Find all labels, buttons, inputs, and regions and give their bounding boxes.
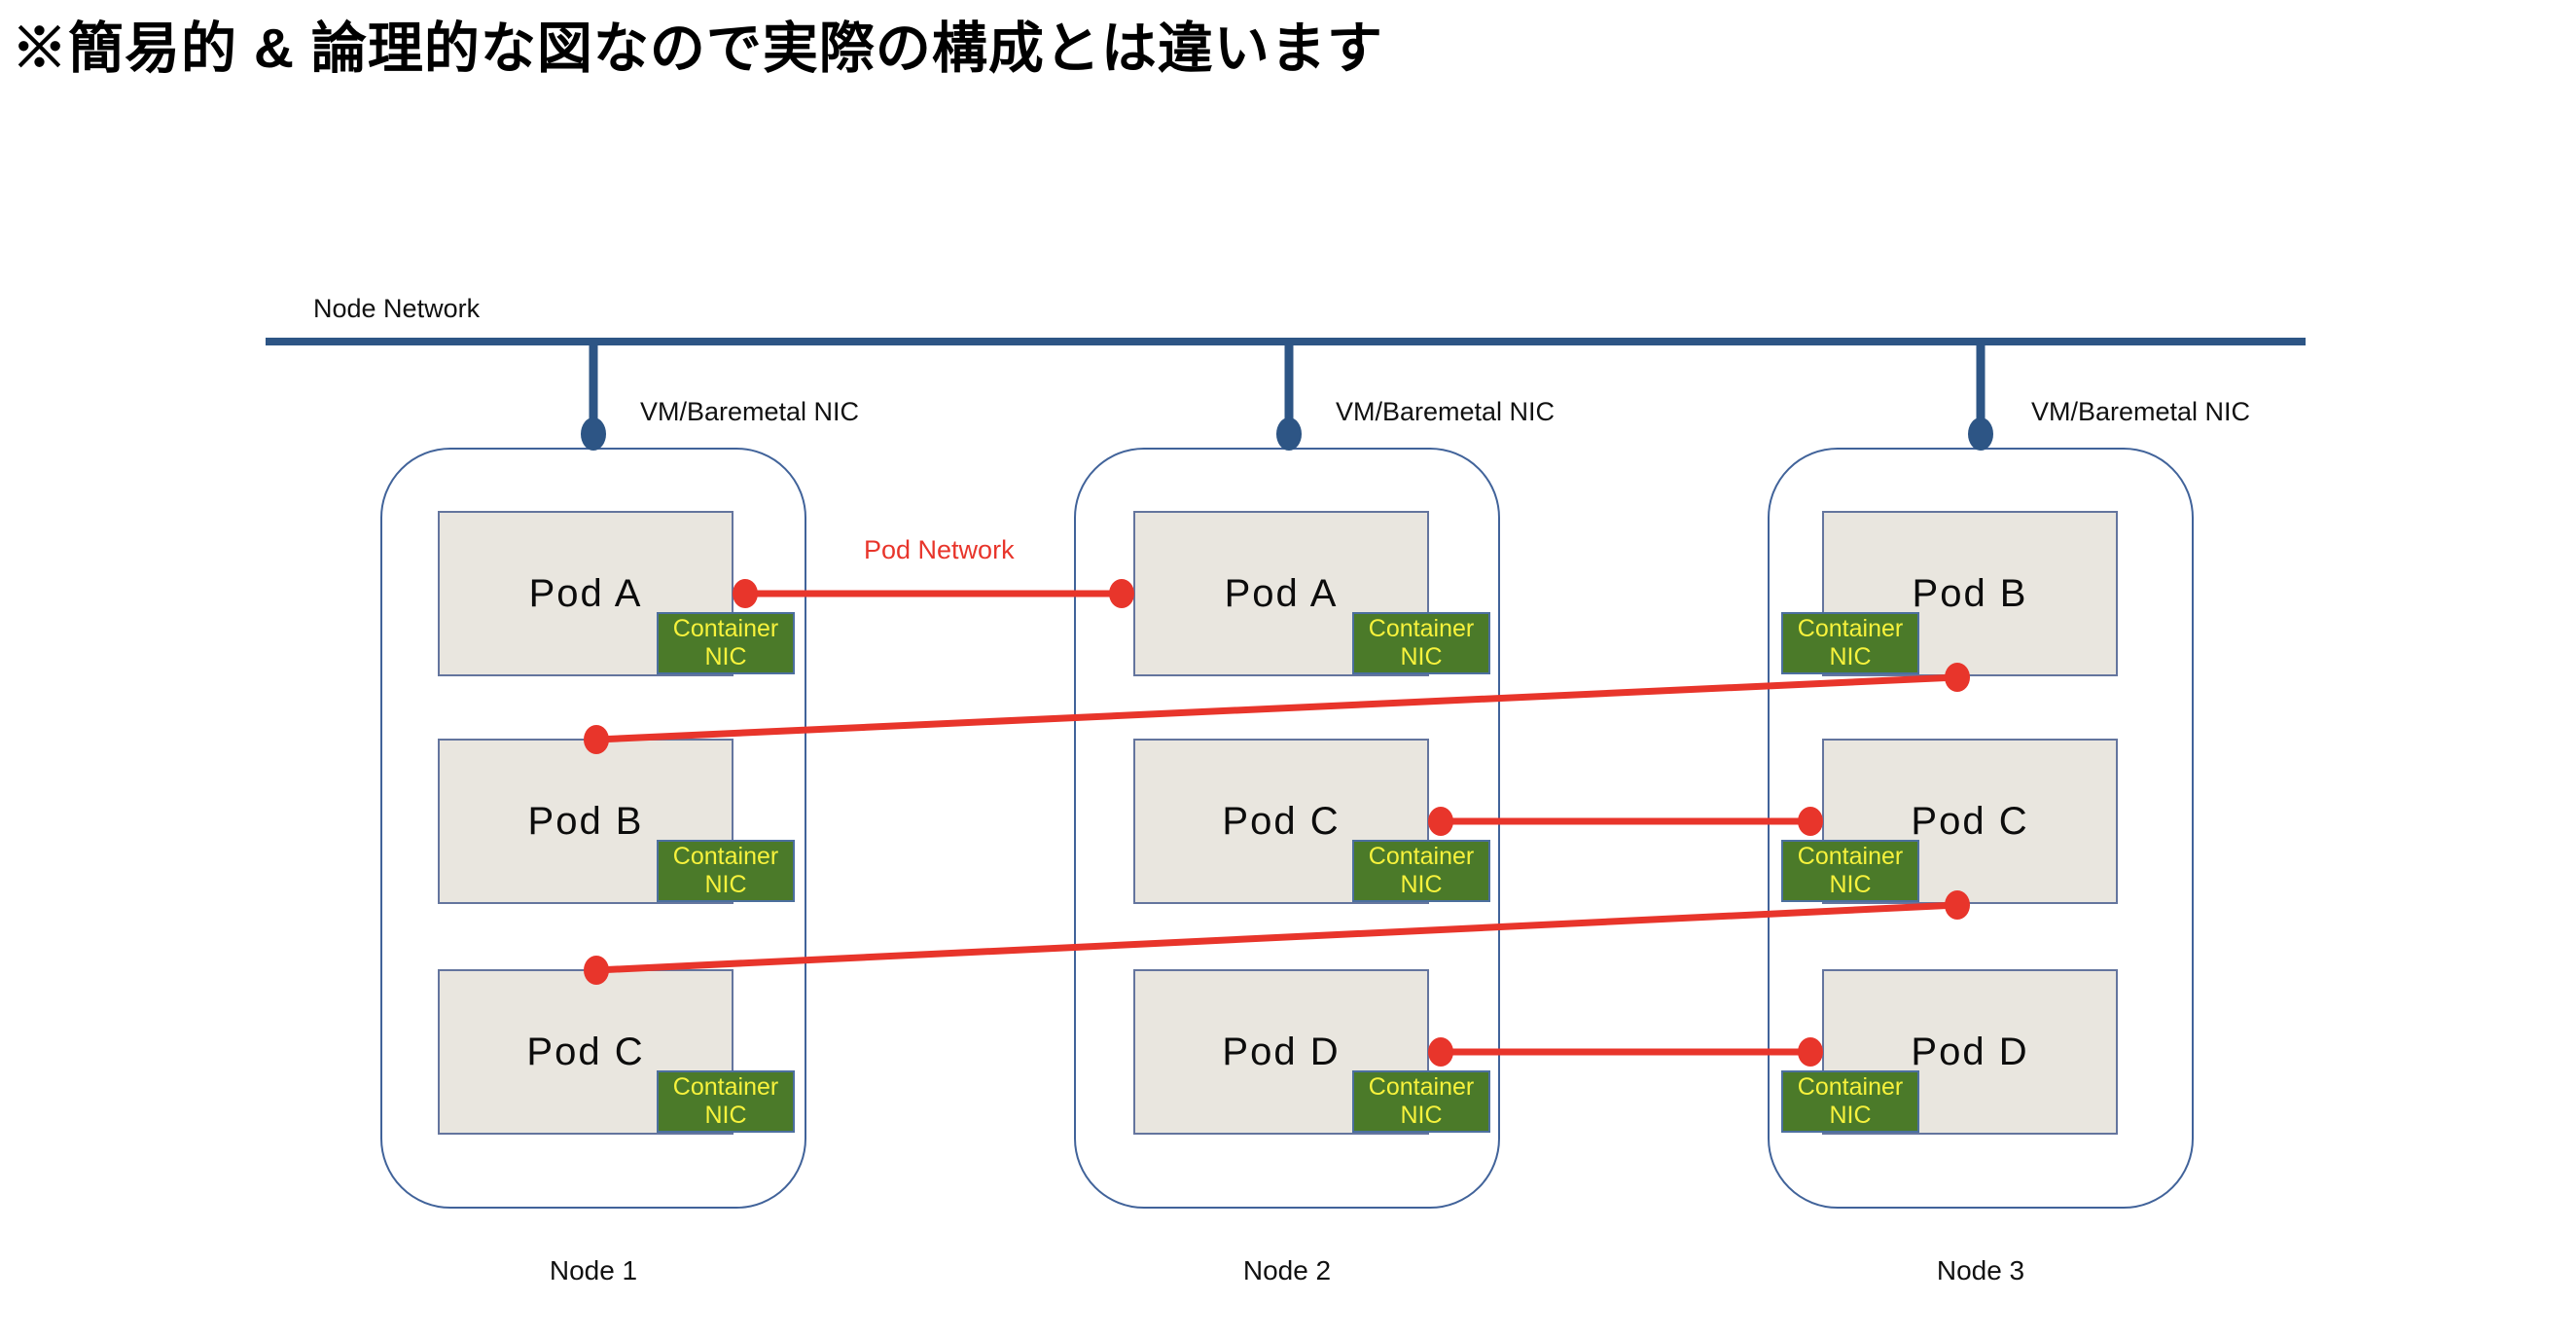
container-nic-label-line2: NIC — [1400, 1102, 1443, 1129]
node2-vm-nic-dot — [1276, 417, 1302, 451]
node1-pod-b: Pod B Container NIC — [438, 739, 795, 904]
node2-pod-a: Pod A Container NIC — [1133, 511, 1490, 676]
container-nic-box: Container NIC — [657, 612, 795, 674]
container-nic-label-line1: Container — [672, 1073, 779, 1101]
pod-label: Pod D — [1911, 1030, 2029, 1073]
pod-label: Pod C — [1222, 799, 1341, 843]
container-nic-label-line2: NIC — [1829, 1102, 1872, 1129]
pod-label: Pod D — [1222, 1030, 1341, 1073]
pod-network-label: Pod Network — [864, 535, 1015, 564]
container-nic-label-line2: NIC — [704, 871, 747, 898]
container-nic-label-line1: Container — [1797, 843, 1904, 870]
vm-baremetal-nic-label-node2: VM/Baremetal NIC — [1336, 397, 1556, 426]
container-nic-label-line2: NIC — [1400, 871, 1443, 898]
node2-caption: Node 2 — [1242, 1255, 1332, 1285]
node1-vm-nic-dot — [581, 417, 606, 451]
container-nic-box: Container NIC — [657, 840, 795, 902]
container-nic-label-line2: NIC — [1829, 871, 1872, 898]
pod-label: Pod C — [1911, 799, 2029, 843]
pod-label: Pod A — [1224, 571, 1339, 615]
node3-pod-d: Pod D Container NIC — [1781, 969, 2118, 1135]
container-nic-label-line2: NIC — [1829, 643, 1872, 670]
node2-box: Pod A Container NIC Pod C Container NIC … — [1074, 448, 1500, 1209]
container-nic-label-line1: Container — [672, 843, 779, 870]
vm-baremetal-nic-label-node3: VM/Baremetal NIC — [2031, 397, 2251, 426]
container-nic-box: Container NIC — [1781, 1070, 1919, 1133]
container-nic-box: Container NIC — [1352, 1070, 1490, 1133]
container-nic-label-line1: Container — [1797, 1073, 1904, 1101]
container-nic-box: Container NIC — [1352, 840, 1490, 902]
container-nic-label-line2: NIC — [704, 1102, 747, 1129]
node2-pod-c: Pod C Container NIC — [1133, 739, 1490, 904]
node3-vm-nic-dot — [1968, 417, 1993, 451]
pod-label: Pod B — [527, 799, 644, 843]
node2-pod-d: Pod D Container NIC — [1133, 969, 1490, 1135]
container-nic-label-line1: Container — [1368, 615, 1475, 642]
node3-pod-c: Pod C Container NIC — [1781, 739, 2118, 904]
container-nic-label-line1: Container — [1368, 1073, 1475, 1101]
container-nic-label-line1: Container — [672, 615, 779, 642]
container-nic-label-line2: NIC — [1400, 643, 1443, 670]
container-nic-label-line1: Container — [1797, 615, 1904, 642]
node1-caption: Node 1 — [549, 1255, 638, 1285]
node1-pod-c: Pod C Container NIC — [438, 969, 795, 1135]
container-nic-label-line1: Container — [1368, 843, 1475, 870]
container-nic-box: Container NIC — [657, 1070, 795, 1133]
vm-baremetal-nic-label-node1: VM/Baremetal NIC — [640, 397, 860, 426]
node3-pod-b: Pod B Container NIC — [1781, 511, 2118, 676]
node1-pod-a: Pod A Container NIC — [438, 511, 795, 676]
pod-label: Pod B — [1912, 571, 2028, 615]
node-network-label: Node Network — [313, 294, 481, 323]
container-nic-box: Container NIC — [1352, 612, 1490, 674]
node3-box: Pod B Container NIC Pod C Container NIC … — [1768, 448, 2194, 1209]
node3-caption: Node 3 — [1936, 1255, 2025, 1285]
container-nic-box: Container NIC — [1781, 612, 1919, 674]
page-title: ※簡易的 & 論理的な図なので実際の構成とは違います — [12, 18, 1383, 80]
container-nic-label-line2: NIC — [704, 643, 747, 670]
pod-label: Pod A — [528, 571, 643, 615]
node1-box: Pod A Container NIC Pod B Container NIC … — [380, 448, 806, 1209]
pod-label: Pod C — [526, 1030, 645, 1073]
container-nic-box: Container NIC — [1781, 840, 1919, 902]
